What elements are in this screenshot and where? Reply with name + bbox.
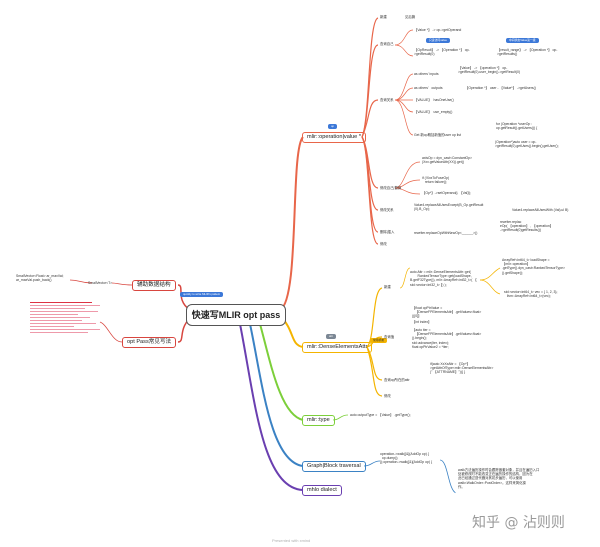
op-new: 新建: [380, 15, 387, 19]
graph-note-box: [455, 469, 575, 505]
op-new-value: 见后篇: [405, 15, 416, 19]
dense-query-val-a: 【float opPtrValue = 【DenseFPElementsAttr…: [412, 306, 482, 319]
dense-query-op-a: if(auto XxXxAttr = 【Op*】 >getAttrOfType<…: [430, 362, 494, 375]
type-output: auto outputType = 【Value】 .getType();: [350, 413, 411, 417]
op-delete-create: 删除|插入: [380, 230, 395, 234]
attr-mode-tag: 常用机制: [370, 338, 388, 343]
read-value-tag: 只读访问value: [426, 38, 450, 43]
aux-smallvector-t: SmallVector<T>: [88, 281, 113, 285]
branch-dense[interactable]: mlir::DenseElementsAttr: [302, 342, 373, 353]
dense-query-op: 查询op所在的attr: [384, 378, 410, 382]
dense-query-val-b: 【int index】: [412, 320, 432, 324]
attr-tag: attr: [326, 334, 337, 339]
op-query-rel: 查询关系: [380, 98, 394, 102]
op-delete-create-a: rewriter.replaceOpWithNewOp<______>(): [414, 231, 478, 235]
branch-type[interactable]: mlir::type: [302, 415, 335, 426]
branch-aux[interactable]: 辅助数据结构: [132, 280, 176, 291]
branch-graph[interactable]: Graph|Block traversal: [302, 461, 366, 472]
aux-smallvector-float: SmallVector<Float> ar_maxVal; ar_maxVal.…: [16, 274, 64, 283]
branch-mhlo[interactable]: mhlo dialect: [302, 485, 342, 496]
dense-query-val: 查询值: [384, 335, 395, 339]
graph-note: walk方法遍历操作时会跟踪嵌套对象，并且在遍历入口 处被修改时不能改变正在遍历…: [458, 468, 540, 489]
op-useempty: 【VALUE】 use_empty(): [414, 110, 453, 114]
branch-lines-mhlo: [239, 323, 304, 491]
dense-new-a: auto Attr = mlir::DenseElementsAttr::get…: [410, 270, 477, 287]
op-value-def: 【Value *】 -> op->getOperand: [414, 28, 462, 32]
op-modify-rel: 修改关系: [380, 208, 394, 212]
branch-lines-graph: [249, 323, 457, 494]
dense-modify: 修改: [384, 394, 391, 398]
branch-lines-operation: [279, 17, 421, 311]
common-redacted-list: [30, 302, 105, 342]
op-modify-c: 【Op*】->setOperand(i, 【Val】);: [422, 191, 472, 195]
op-delete-create-b: rewriter.replac eOp( 【operation】 , 【oper…: [500, 220, 554, 233]
op-get-new: Get 新op概括新值的user op list: [414, 133, 461, 137]
footer-credit: Presented with xmind: [272, 538, 311, 543]
op-modify-a: axisOp = dyn_cast<ConstantOp> (Xxx.getVa…: [422, 156, 473, 165]
op-as-output-val: 【Operation *】 user - 【Value*】 ->getUsers…: [465, 86, 536, 90]
op-modify-rel-b: Value4.replaceAllUsesWith (Val).ul B): [512, 208, 569, 212]
op-get-new-a: for (Operation *userOp : op.getResult().…: [496, 122, 538, 131]
op-fix: 修改: [380, 242, 387, 246]
central-topic[interactable]: 快速写MLIR opt pass: [186, 304, 286, 326]
op-as-input-val: 【Value】 -> 【operation *】 op- >getResult(…: [458, 66, 521, 75]
dense-new-c: std::vector<int64_t> vec = { 1, 2, 3}; l…: [504, 290, 558, 299]
op-tag: op: [328, 124, 338, 129]
op-hasone: 【VALUE】 hasOneUse(): [414, 98, 454, 102]
dense-new-b: ArrayRef<int64_t> loadShape = 【mlir::ope…: [502, 258, 565, 275]
watermark: 知乎 @ 沾则则: [472, 515, 565, 531]
op-as-input: as others' inputs: [414, 72, 439, 76]
op-as-output: as others' outputs: [414, 86, 443, 90]
branch-common[interactable]: opt Pass常见写法: [122, 337, 177, 348]
op-get-new-b: (Operation*)auto user = op- >getResult(0…: [495, 140, 559, 149]
op-modify: 修改自己|替换: [380, 186, 402, 190]
op-result: 【OpResult】 -> 【Operation *】 op- >getResu…: [414, 48, 470, 57]
dense-new: 新建: [384, 285, 391, 289]
op-result-range: 【result_range】 -> 【Operation *】 op- >get…: [497, 48, 558, 57]
dense-query-val-c: 【auto iter = 【DenseFPElementsAttr】.getVa…: [412, 328, 482, 349]
op-modify-rel-a: Value4.replaceAllUsesExcept(B_Op.getResu…: [414, 203, 484, 212]
op-query-self: 查询自己: [380, 42, 394, 46]
quickly-tag: quickly to write MLIR's pattern: [180, 292, 224, 297]
op-modify-b: if (!XxxToFuseOp) return failure();: [422, 176, 450, 185]
value-ops-tag: 中间状态Value第一级: [506, 38, 539, 43]
branch-operation[interactable]: mlir::operation|value *: [302, 132, 366, 143]
graph-walk: operation->walk([&](AddOp op) { op.dump(…: [380, 452, 433, 465]
